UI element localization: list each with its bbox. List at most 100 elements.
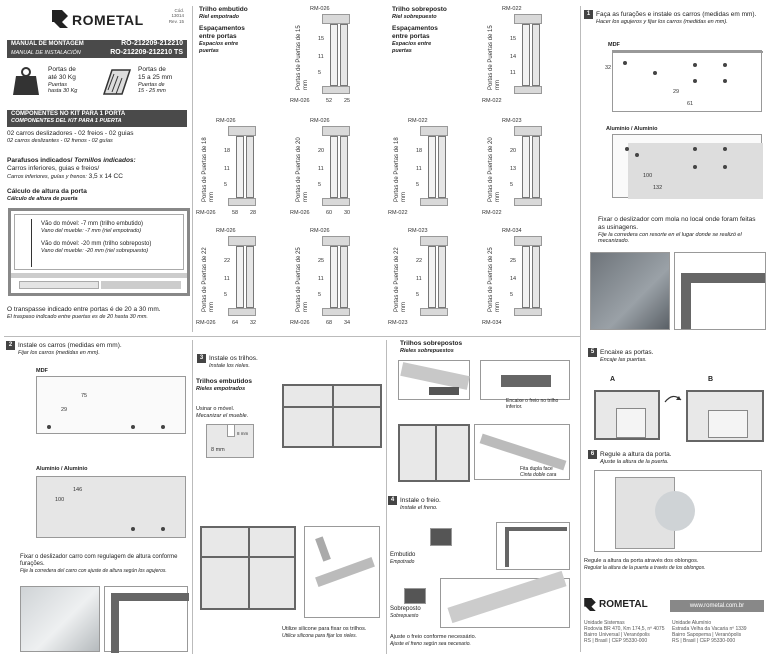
profile-bottom-code: RM-026	[290, 210, 310, 216]
step3-emb-pt: Trilhos embutidos	[196, 378, 252, 385]
step6-photo	[594, 470, 762, 552]
profile-cell: RM-026 Portas de Puertas de 25 mm 25 11 …	[286, 228, 378, 332]
step1-dim-100: 100	[643, 173, 653, 179]
profile-bottom-rail	[322, 308, 350, 316]
profile-dim-a: 15	[510, 36, 517, 42]
step3-emb-es: Rieles empotrados	[196, 385, 246, 392]
sobre-tape-photo	[474, 424, 570, 480]
sobre-tape-pt: Fita dupla face	[520, 466, 553, 472]
step4-text-es: Instale el freno.	[400, 505, 438, 512]
kit-line-es: 02 carros deslizantes - 02 frenos - 02 g…	[7, 137, 113, 144]
step6-note-pt: Regule a altura da porta através dos obl…	[584, 558, 699, 564]
step1-photo-left	[590, 252, 670, 330]
door-panel-2	[532, 246, 540, 308]
rometal-logo-icon	[52, 10, 68, 28]
footer-rometal-logo-icon	[584, 598, 596, 611]
footer-website[interactable]: www.rometal.com.br	[670, 600, 764, 612]
profile-door-label: Portas de Puertas de 20 mm	[296, 137, 309, 202]
profile-top-rail	[514, 14, 542, 24]
door-panel-2	[340, 24, 348, 86]
kit-title-pt: COMPONENTES NO KIT PARA 1 PORTA	[11, 111, 126, 117]
door-panel-2	[532, 136, 540, 198]
step1-mdf-label: MDF	[608, 42, 620, 48]
sobre-title-es: Rieles sobrepuestos	[400, 347, 454, 354]
thickness-pt: Portas de	[138, 66, 166, 73]
step5-text-pt: Encaixe as portas.	[600, 349, 654, 357]
profile-dim-b: 14	[510, 54, 517, 60]
profile-width-1: 64	[232, 320, 239, 326]
profile-width-2: 25	[344, 98, 351, 104]
embutido-title-es: Riel empotrado	[199, 13, 240, 20]
step5-arrow-icon	[664, 395, 682, 403]
profile-dim-c: 5	[224, 292, 228, 298]
step4-emb-pt: Embutido	[390, 552, 416, 558]
profile-bottom-rail	[514, 86, 542, 94]
profile-cell: RM-023 Portas de Puertas de 20 mm 20 13 …	[478, 118, 570, 222]
door-panel-1	[236, 246, 244, 308]
footer-logo: ROMETAL	[584, 598, 668, 614]
step6-note-es: Regular la altura de la puerta a través …	[584, 564, 706, 571]
weight-es: Puertas	[48, 81, 67, 88]
calc-line1-es: Vano del mueble: -7 mm (riel empotrado)	[41, 228, 142, 235]
calc-line2-pt: Vão do móvel: -20 mm (trilho sobreposto)	[41, 240, 152, 247]
profile-top-code: RM-022	[408, 118, 428, 124]
step1-dim-132: 132	[653, 185, 663, 191]
profile-cell: RM-034 Portas de Puertas de 25 mm 25 14 …	[478, 228, 570, 332]
profile-top-code: RM-026	[310, 6, 330, 12]
profile-dim-c: 5	[416, 182, 420, 188]
spacing-title-pt2: entre portas	[199, 33, 237, 41]
step1-photo-right	[674, 252, 766, 330]
profile-door-label: Portas de Puertas de 18 mm	[202, 137, 215, 202]
profile-bottom-rail	[514, 308, 542, 316]
step4-number: 4	[388, 496, 397, 505]
profile-bottom-rail	[228, 308, 256, 316]
thickness-es2: 15 - 25 mm	[138, 88, 166, 95]
profile-bottom-rail	[420, 198, 448, 206]
profile-bottom-rail	[228, 198, 256, 206]
spacing-title-es: Espacios entre	[199, 40, 239, 47]
step2-note-pt: Fixar o deslizador carro com regulagem d…	[20, 554, 178, 568]
weight-es2: hasta 30 Kg	[48, 88, 78, 95]
profile-top-code: RM-034	[502, 228, 522, 234]
step3-dim-2: 8 mm	[237, 431, 249, 436]
profile-top-rail	[228, 126, 256, 136]
weight-icon	[13, 67, 39, 95]
step1-alu-diagram: 100 132	[612, 134, 763, 199]
step3-cabinet-top	[282, 384, 382, 448]
profile-top-rail	[322, 126, 350, 136]
profile-dim-a: 20	[510, 148, 517, 154]
step1-dim-29: 29	[673, 89, 680, 95]
calc-line2-es: Vano del mueble: -20 mm (riel sobrepuest…	[41, 247, 149, 254]
profile-top-code: RM-023	[502, 118, 522, 124]
thickness-es: Puertas de	[138, 81, 165, 88]
profile-dim-b: 11	[318, 276, 324, 282]
profile-door-label: Portas de Puertas de 15 mm	[296, 25, 309, 90]
profile-cell: RM-022 Portas de Puertas de 18 mm 18 11 …	[384, 118, 476, 222]
step1-alu-label: Alumínio / Aluminio	[606, 126, 658, 132]
profile-door-label: Portas de Puertas de 20 mm	[488, 137, 501, 202]
step2-text-es: Fijar los carros (medidas en mm).	[18, 350, 100, 357]
door-panel-2	[340, 136, 348, 198]
step3-silicone-pt: Utilize silicone para fixar os trilhos.	[282, 626, 367, 632]
cabinet-height-diagram: Vão do móvel: -7 mm (trilho embutido) Va…	[8, 208, 190, 296]
profile-top-code: RM-026	[216, 228, 236, 234]
step4-sob-pt: Sobreposto	[390, 606, 421, 612]
step5-cabinet-a	[594, 390, 660, 440]
footer-u1-l1: Rodovia BR 470, Km 174,5, nº 4075	[584, 626, 665, 632]
sobreposto-title-pt: Trilho sobreposto	[392, 6, 447, 13]
step2-dim-29: 29	[61, 407, 68, 413]
profile-dim-a: 18	[224, 148, 231, 154]
doc-code: Cód. 13014	[171, 8, 184, 19]
spacing2-title-pt: Espaçamentos	[392, 25, 438, 33]
profile-top-code: RM-026	[310, 118, 330, 124]
profile-dim-b: 14	[510, 276, 517, 282]
step4-emb-photo	[496, 522, 570, 570]
step4-sob-brake	[404, 588, 426, 604]
door-panel-2	[532, 24, 540, 86]
manual-title-pt: MANUAL DE MONTAGEM	[11, 40, 84, 47]
profile-top-code: RM-023	[408, 228, 428, 234]
profile-dim-c: 5	[510, 292, 514, 298]
step5-label-b: B	[708, 376, 714, 383]
calc-line1-pt: Vão do móvel: -7 mm (trilho embutido)	[41, 221, 144, 227]
profile-bottom-rail	[322, 86, 350, 94]
